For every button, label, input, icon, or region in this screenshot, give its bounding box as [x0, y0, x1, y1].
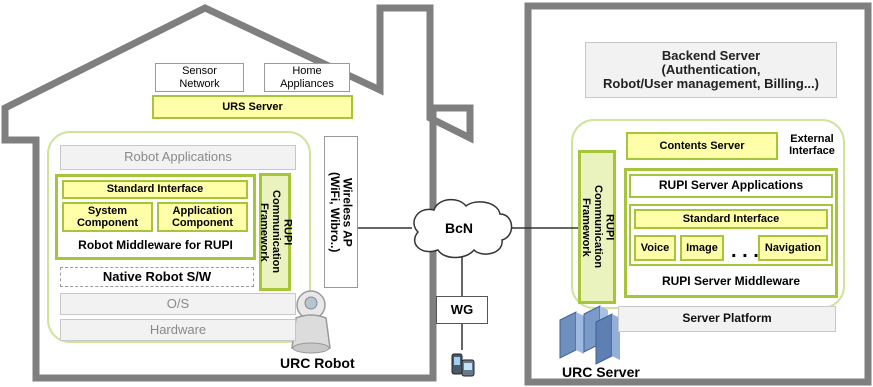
robot-rupi-framework-box: RUPI Communication Framework [258, 173, 293, 291]
server-outline [524, 2, 872, 386]
rupi-server-middleware-label: RUPI Server Middleware [661, 274, 801, 289]
system-component-box: System Component [62, 202, 153, 232]
home-appliances-box: Home Appliances [264, 63, 350, 92]
wg-box: WG [436, 296, 488, 324]
bcn-label: BcN [445, 220, 474, 236]
bcn-cloud [413, 198, 513, 259]
navigation-box: Navigation [758, 235, 828, 261]
hardware-box: Hardware [60, 319, 296, 341]
sensor-network-box: Sensor Network [155, 63, 244, 92]
mobile-device-icon [451, 353, 475, 377]
robot-icon [291, 290, 331, 354]
os-box: O/S [60, 293, 296, 315]
external-interface-label: External Interface [789, 132, 835, 157]
standard-interface-box: Standard Interface [62, 180, 248, 199]
server-standard-interface-box: Standard Interface [634, 209, 828, 229]
image-box: Image [680, 235, 724, 261]
rupi-server-applications-box: RUPI Server Applications [629, 174, 833, 198]
more-modules-ellipsis: . . . [731, 240, 759, 262]
urc-robot-caption: URC Robot [280, 355, 355, 371]
house-outline [1, 4, 474, 382]
server-rack-icon [559, 305, 620, 365]
application-component-box: Application Component [157, 202, 248, 232]
robot-middleware-label: Robot Middleware for RUPI [78, 238, 233, 253]
server-rupi-framework-box: RUPI Communication Framework [578, 150, 616, 304]
urc-server-caption: URC Server [562, 364, 640, 380]
urs-server-box: URS Server [152, 95, 353, 119]
contents-server-box: Contents Server [626, 132, 778, 160]
native-robot-sw-box: Native Robot S/W [60, 267, 254, 287]
server-platform-box: Server Platform [618, 306, 836, 332]
wireless-ap-box: Wireless AP (WiFi, Wibro..) [324, 136, 358, 288]
backend-server-box: Backend Server (Authentication, Robot/Us… [585, 42, 837, 98]
voice-box: Voice [634, 235, 676, 261]
robot-applications-box: Robot Applications [60, 145, 296, 170]
